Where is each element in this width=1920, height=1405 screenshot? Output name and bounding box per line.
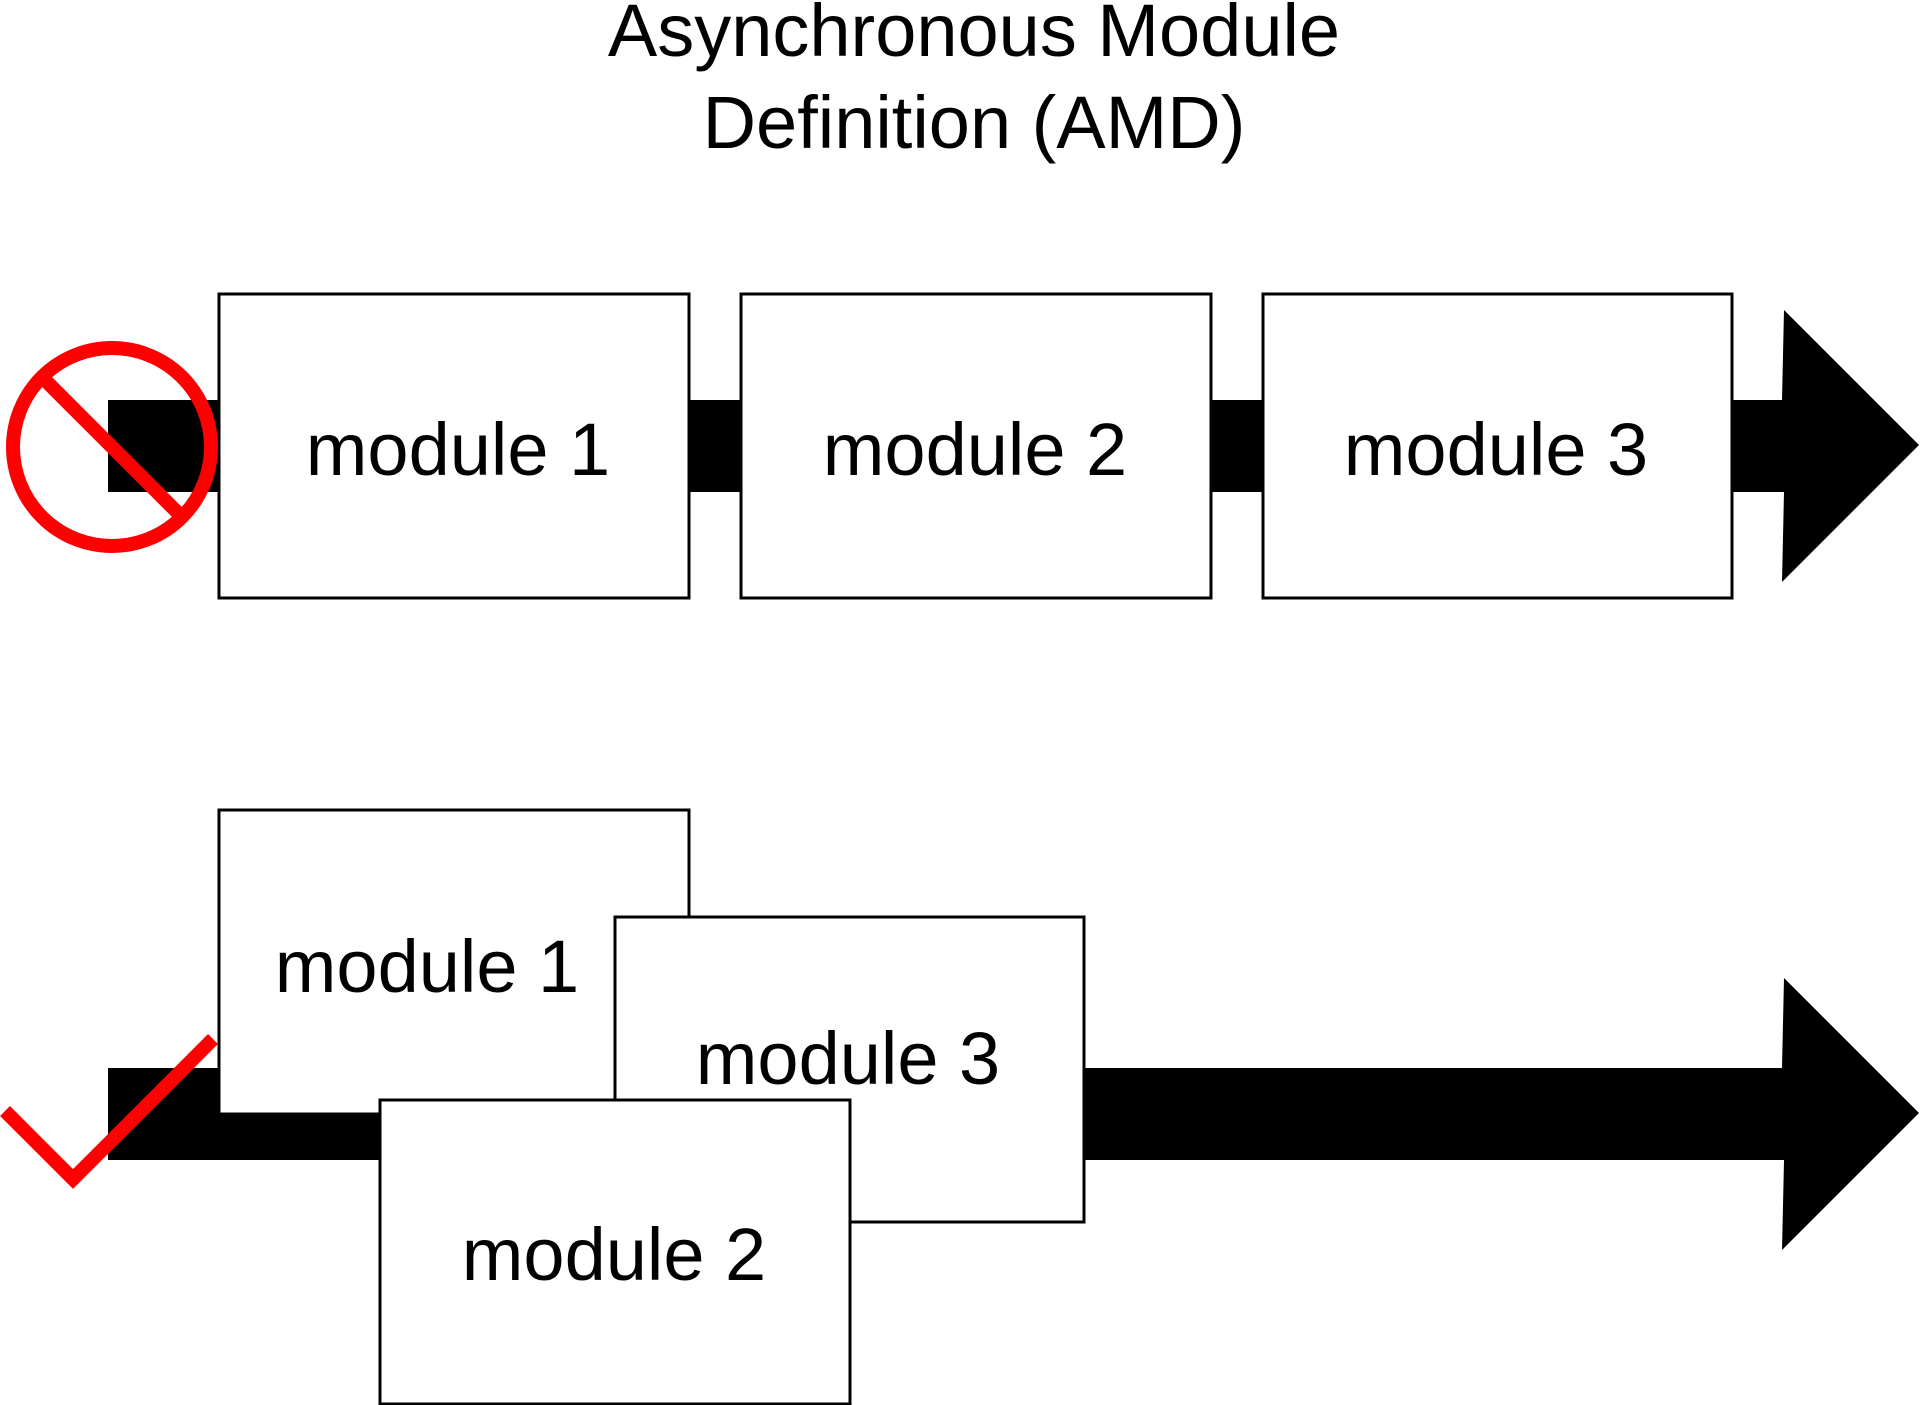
sequential-module-3: module 3 bbox=[1261, 292, 1734, 600]
sequential-module-1: module 1 bbox=[217, 292, 691, 600]
async-module-2: module 2 bbox=[378, 1098, 852, 1405]
title-line-1: Asynchronous Module bbox=[608, 0, 1340, 72]
module-box bbox=[217, 808, 691, 1116]
checkmark-icon bbox=[0, 1034, 218, 1189]
module-box bbox=[217, 292, 691, 600]
sequential-module-2: module 2 bbox=[739, 292, 1213, 600]
async-module-1: module 1 bbox=[217, 808, 691, 1116]
module-label: module 2 bbox=[462, 1213, 766, 1296]
module-label: module 3 bbox=[696, 1017, 1000, 1100]
module-box bbox=[1261, 292, 1734, 600]
module-box bbox=[378, 1098, 852, 1405]
module-label: module 1 bbox=[306, 408, 610, 491]
async-row: module 1 module 3 module 2 bbox=[0, 808, 1919, 1405]
sequential-row: module 1 module 2 module 3 bbox=[6, 292, 1919, 600]
diagram-title: Asynchronous Module Definition (AMD) bbox=[608, 0, 1340, 164]
module-label: module 2 bbox=[823, 408, 1127, 491]
title-line-2: Definition (AMD) bbox=[703, 81, 1246, 164]
module-box bbox=[739, 292, 1213, 600]
module-label: module 1 bbox=[275, 925, 579, 1008]
module-label: module 3 bbox=[1344, 408, 1648, 491]
prohibited-icon bbox=[6, 341, 218, 553]
